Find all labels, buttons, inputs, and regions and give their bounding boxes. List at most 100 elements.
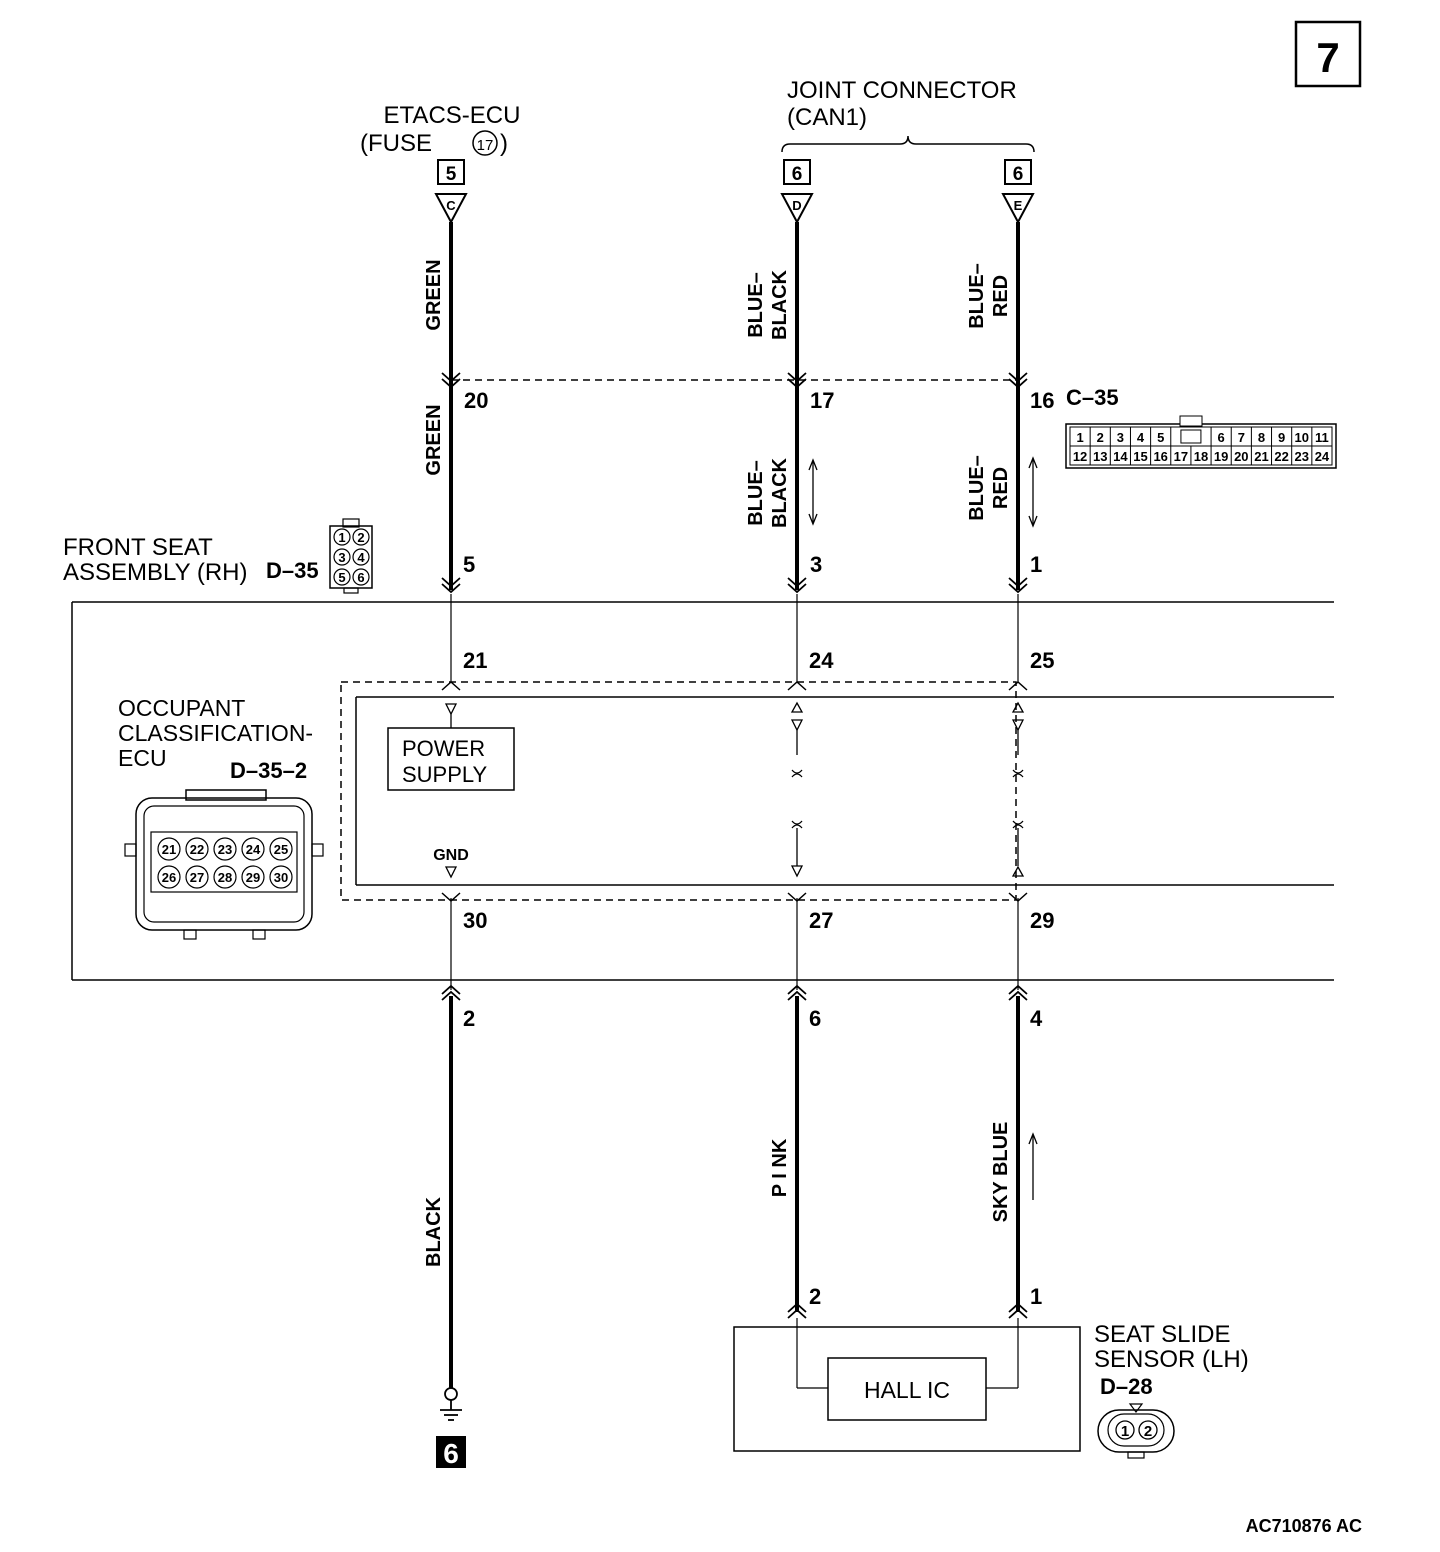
- c35-face-pin: 6: [1218, 430, 1225, 445]
- d35-face-pin: 6: [357, 570, 364, 585]
- svg-text:6: 6: [792, 164, 803, 185]
- c35-face-pin: 9: [1278, 430, 1285, 445]
- ecu-dashed-boundary: [340, 681, 1017, 901]
- d35-2-face-pin: 22: [190, 842, 204, 857]
- wire-color-blue-red-top-1: BLUE–: [966, 263, 988, 329]
- c35-label: C–35: [1066, 385, 1119, 410]
- d35-2-face-pin: 25: [274, 842, 288, 857]
- sky-blue-direction-arrow: [1028, 1132, 1038, 1200]
- upper-wires: [449, 222, 1020, 590]
- hall-ic-box: [827, 1357, 987, 1421]
- d35-2-face-pin: 28: [218, 870, 232, 885]
- wire-color-green-top: GREEN: [423, 259, 445, 330]
- c35-face-pin: 4: [1137, 430, 1145, 445]
- d35-face-pin: 5: [338, 570, 345, 585]
- terminal-d: 6 D: [780, 159, 814, 225]
- wire-color-blue-black-mid-2: BLACK: [769, 457, 791, 528]
- c35-face-pin: 24: [1315, 449, 1330, 464]
- c35-pin-16: 16: [1030, 388, 1054, 413]
- wire-color-sky-blue: SKY BLUE: [990, 1122, 1012, 1223]
- lower-pin-2: 2: [463, 1006, 475, 1031]
- d35-face-pin: 3: [338, 550, 345, 565]
- ecu-pin-25: 25: [1030, 648, 1054, 673]
- svg-text:POWER: POWER: [402, 736, 485, 761]
- c35-face-pin: 5: [1157, 430, 1164, 445]
- gnd-label: GND: [433, 847, 469, 864]
- c35-face-pin: 14: [1113, 449, 1128, 464]
- internal-circuit-symbols: [444, 701, 1025, 879]
- d35-2-face-pin: 29: [246, 870, 260, 885]
- c35-face-pin: 18: [1194, 449, 1208, 464]
- joint-connector-can: (CAN1): [787, 104, 867, 131]
- ecu-top-pin-chevrons: [441, 680, 1028, 691]
- svg-text:5: 5: [446, 164, 457, 185]
- d35-face-pin: 1: [338, 530, 345, 545]
- d28-connector-face: 1 2: [1097, 1403, 1175, 1459]
- wire-color-blue-red-top-2: RED: [990, 275, 1012, 317]
- etacs-ecu-label: ETACS-ECU: [384, 102, 521, 129]
- hall-ic-label: HALL IC: [864, 1377, 950, 1403]
- c35-chevrons: [441, 372, 1028, 389]
- c35-face-pin: 12: [1073, 449, 1087, 464]
- c35-face-pin: 17: [1174, 449, 1188, 464]
- ecu-bottom-pin-chevrons: [441, 892, 1028, 903]
- d35-2-face-pin: 21: [162, 842, 176, 857]
- ground-symbol: [440, 1387, 462, 1421]
- svg-text:6: 6: [1013, 164, 1024, 185]
- terminal-c: 5 C: [434, 159, 468, 225]
- ecu-label-2: CLASSIFICATION-: [118, 720, 313, 746]
- lower-pin-4: 4: [1030, 1006, 1043, 1031]
- svg-text:D: D: [792, 198, 801, 213]
- ecu-pin-21: 21: [463, 648, 487, 673]
- c35-face-pin: 15: [1133, 449, 1147, 464]
- c35-face-pin: 11: [1315, 430, 1329, 445]
- svg-text:2: 2: [1144, 1423, 1152, 1440]
- power-supply-block: POWER SUPPLY: [387, 727, 515, 791]
- wire-color-blue-black-top-1: BLUE–: [745, 272, 767, 338]
- c35-pin-20: 20: [464, 388, 488, 413]
- front-seat-label-2: ASSEMBLY (RH): [63, 559, 248, 586]
- ecu-label-1: OCCUPANT: [118, 695, 245, 721]
- c35-face-pin: 13: [1093, 449, 1107, 464]
- internal-wires: [450, 594, 1019, 990]
- joint-connector-brace: [781, 135, 1035, 153]
- d35-pin-5: 5: [463, 552, 475, 577]
- sensor-internal-wires: [796, 1318, 1019, 1389]
- wire-color-blue-black-mid-1: BLUE–: [745, 460, 767, 526]
- d35-2-face-pin: 24: [246, 842, 261, 857]
- etacs-fuse-prefix: (FUSE: [360, 130, 432, 157]
- ground-number: 6: [443, 1438, 459, 1469]
- d35-label: D–35: [266, 558, 319, 583]
- c35-face-pin: 22: [1274, 449, 1288, 464]
- ecu-inner-box: [355, 696, 1334, 886]
- d35-pin-3: 3: [810, 552, 822, 577]
- sensor-label-2: SENSOR (LH): [1094, 1346, 1249, 1373]
- wire-color-blue-red-mid-1: BLUE–: [966, 455, 988, 521]
- ecu-pin-29: 29: [1030, 908, 1054, 933]
- sensor-pin-1: 1: [1030, 1284, 1042, 1309]
- c35-face-pin: 2: [1097, 430, 1104, 445]
- d35-2-face-pin: 23: [218, 842, 232, 857]
- c35-face-pin: 3: [1117, 430, 1124, 445]
- svg-text:1: 1: [1121, 1423, 1129, 1440]
- ecu-pin-30: 30: [463, 908, 487, 933]
- d35-2-face-pin: 26: [162, 870, 176, 885]
- c35-face-pin: 20: [1234, 449, 1248, 464]
- wire-color-blue-black-top-2: BLACK: [769, 269, 791, 340]
- ground-number-box: [436, 1436, 466, 1468]
- joint-connector-label: JOINT CONNECTOR: [787, 77, 1017, 104]
- svg-text:SUPPLY: SUPPLY: [402, 762, 488, 787]
- fuse-number: 17: [477, 137, 494, 154]
- wire-color-black: BLACK: [423, 1196, 445, 1267]
- signal-direction-arrows: [808, 456, 1038, 528]
- lower-wires: [449, 996, 1020, 1388]
- d35-2-face-pin: 30: [274, 870, 288, 885]
- page-number: 7: [1316, 34, 1339, 81]
- lower-chevrons: [441, 984, 1028, 1319]
- d35-face-pin: 2: [357, 530, 364, 545]
